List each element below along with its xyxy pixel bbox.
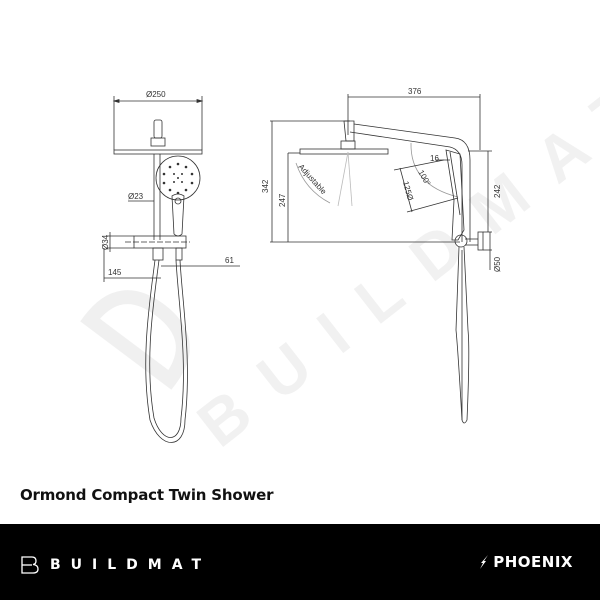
buildmat-logo[interactable]: BUILDMAT — [20, 555, 211, 575]
dim-inlet-diameter: Ø50 — [493, 256, 502, 272]
dim-handshower-offset: 61 — [225, 256, 234, 265]
dim-bracket-offset: 145 — [108, 268, 122, 277]
dim-head-height: 247 — [278, 193, 287, 207]
dim-overall-height: 342 — [261, 179, 270, 193]
dim-head-diameter: Ø250 — [146, 90, 166, 99]
dim-bracket-diameter: Ø34 — [101, 234, 110, 250]
phoenix-wordmark: PHOENIX — [493, 553, 573, 571]
buildmat-wordmark: BUILDMAT — [50, 557, 212, 573]
dim-rail-diameter: Ø23 — [128, 192, 144, 201]
buildmat-b-icon — [21, 556, 39, 574]
front-view — [103, 96, 240, 443]
watermark — [80, 290, 190, 390]
phoenix-feather-icon — [480, 555, 489, 569]
dim-handshower-length: 242 — [493, 184, 502, 198]
footer-bar — [0, 524, 600, 600]
dim-handshower-diameter: 125Ø — [401, 180, 415, 201]
dim-handshower-width: 16 — [430, 154, 439, 163]
side-view — [270, 94, 492, 424]
phoenix-logo[interactable]: PHOENIX — [478, 553, 573, 571]
technical-drawing: BUILDMAT — [80, 53, 600, 461]
annotation-adjustable: Adjustable — [297, 162, 329, 196]
dim-arm-projection: 376 — [408, 87, 422, 96]
product-title: Ormond Compact Twin Shower — [20, 486, 274, 504]
watermark-text: BUILDMAT — [184, 53, 600, 460]
